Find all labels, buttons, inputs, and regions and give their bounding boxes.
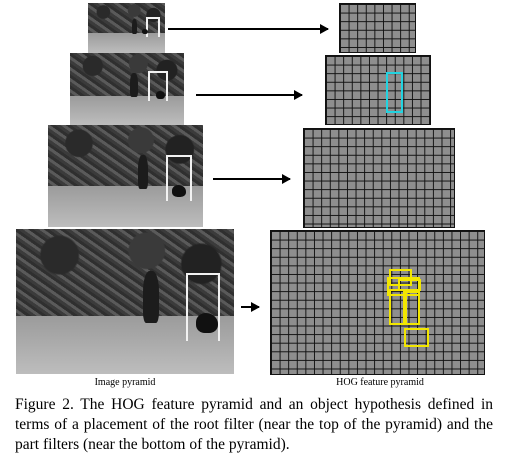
hog-pyramid-level-1 bbox=[339, 3, 416, 53]
arrow-level-3 bbox=[213, 174, 291, 184]
hog-pyramid-level-3 bbox=[303, 128, 455, 228]
arrow-level-4 bbox=[241, 302, 260, 312]
part-filter-box-5 bbox=[398, 279, 421, 291]
arrow-level-2 bbox=[196, 90, 303, 100]
root-filter-box bbox=[386, 72, 403, 113]
image-pyramid-level-4 bbox=[16, 229, 234, 374]
part-filter-box-6 bbox=[404, 328, 429, 347]
hog-pyramid-level-2 bbox=[325, 55, 431, 125]
figure-caption: Figure 2. The HOG feature pyramid and an… bbox=[15, 396, 493, 453]
image-pyramid-label: Image pyramid bbox=[94, 377, 156, 388]
part-filter-box-4 bbox=[403, 291, 420, 325]
hog-pyramid-level-4 bbox=[270, 230, 485, 375]
arrow-level-1 bbox=[168, 24, 329, 34]
image-pyramid-level-2 bbox=[70, 53, 184, 125]
image-pyramid-level-3 bbox=[48, 125, 203, 227]
hog-pyramid-label: HOG feature pyramid bbox=[336, 377, 424, 388]
image-pyramid-level-1 bbox=[88, 3, 165, 53]
